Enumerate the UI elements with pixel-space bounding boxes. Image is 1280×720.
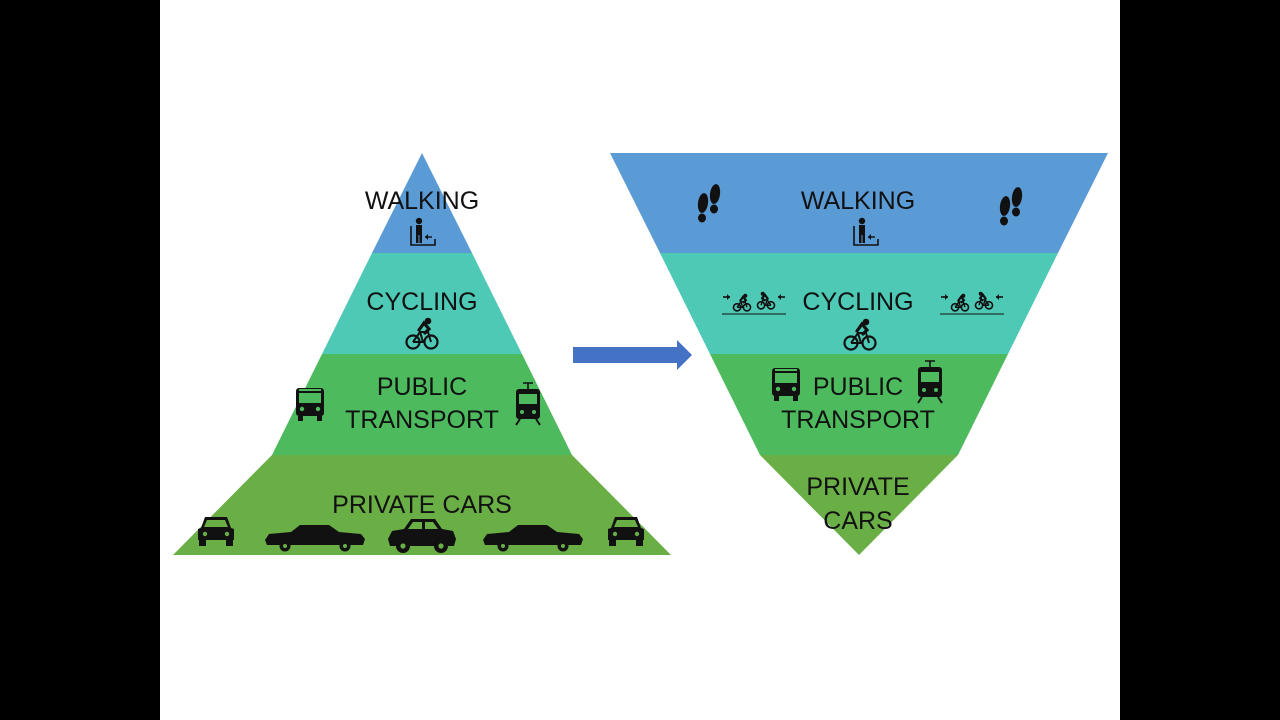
right-walking-label: WALKING [801,187,915,215]
left-pyramid: WALKING CYCLING PUBLIC TRANSPORT PRIVATE… [173,153,671,555]
right-transport-label: TRANSPORT [781,406,935,434]
left-private-cars-label: PRIVATE CARS [332,491,512,519]
right-private-cars-tier [760,455,958,555]
tram-icon [917,360,943,404]
right-cycling-tier [660,253,1058,354]
left-cycling-tier [322,253,522,354]
right-walking-tier [610,153,1108,253]
right-cycling-label: CYCLING [802,288,913,316]
left-walking-label: WALKING [365,187,479,215]
left-transport-label: TRANSPORT [345,406,499,434]
left-cycling-label: CYCLING [366,288,477,316]
right-public-transport-tier [710,354,1008,455]
left-walking-tier [372,153,472,253]
left-public-transport-tier [272,354,572,455]
right-private-label: PRIVATE [806,473,909,501]
right-public-label: PUBLIC [813,373,903,401]
right-arrow-icon [573,340,692,370]
transport-pyramid-diagram: WALKING CYCLING PUBLIC TRANSPORT PRIVATE… [173,153,1108,555]
tram-icon [515,382,541,426]
right-pyramid: WALKING CYCLING PUBLIC TRANSPORT PRIVATE… [610,153,1108,555]
left-public-label: PUBLIC [377,373,467,401]
right-cars-label: CARS [823,507,892,535]
slide: WALKING CYCLING PUBLIC TRANSPORT PRIVATE… [160,0,1120,720]
